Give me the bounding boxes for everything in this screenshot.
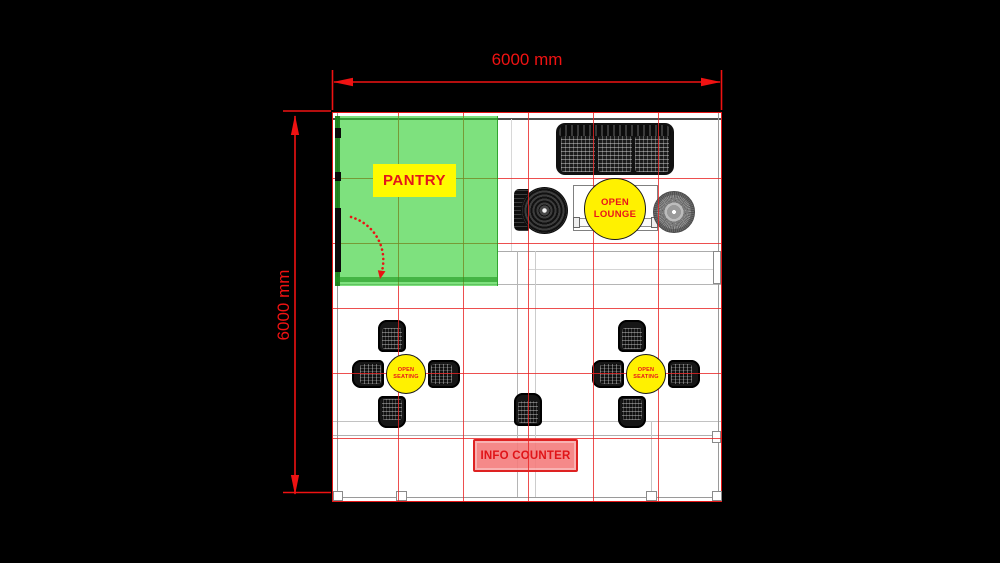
pantry-zone — [335, 116, 498, 286]
grid-line — [333, 438, 721, 439]
chair-north — [378, 320, 406, 352]
grid-line — [333, 373, 721, 374]
partition-line-4 — [651, 421, 652, 497]
door-frame-mark — [335, 172, 341, 181]
sofa-cushion — [561, 136, 595, 172]
open-seating-label-a: OPEN SEATING — [386, 354, 426, 394]
grid-line — [333, 243, 721, 244]
door-leaf — [335, 208, 341, 272]
grid-line — [333, 308, 721, 309]
wall-notch-2 — [713, 251, 721, 284]
grid-line — [398, 113, 399, 501]
sofa-backrest — [559, 125, 671, 136]
height-dimension-label: 6000 mm — [274, 269, 293, 341]
wall-tab-4 — [712, 491, 722, 501]
desk-line-2 — [333, 435, 721, 436]
left-wall-line — [337, 113, 338, 501]
right-wall-line — [718, 113, 719, 501]
coffee-table-leg — [573, 217, 580, 228]
wall-tab-1 — [333, 491, 343, 501]
seating-label-b-wrap: OPEN SEATING — [591, 319, 701, 429]
chair-north — [618, 320, 646, 352]
seating-label-a-wrap: OPEN SEATING — [351, 319, 461, 429]
wall-tab-3 — [646, 491, 657, 501]
pantry-label: PANTRY — [373, 164, 456, 197]
seating-b-line2: SEATING — [633, 374, 659, 380]
grid-line — [593, 113, 594, 501]
top-wall-line — [333, 118, 721, 120]
wall-notch — [712, 431, 721, 443]
open-seating-label-b: OPEN SEATING — [626, 354, 666, 394]
pantry-label-text: PANTRY — [383, 172, 446, 189]
pantry-wall-strip — [335, 116, 340, 286]
open-seating-cluster-a — [351, 319, 461, 429]
wall-tab-2 — [396, 491, 407, 501]
seating-b-line1: OPEN — [637, 366, 655, 373]
sofa-cushion — [598, 136, 632, 172]
seating-a-line2: SEATING — [393, 374, 419, 380]
open-lounge-line1: OPEN — [600, 197, 630, 209]
partition-line-3 — [535, 251, 536, 497]
round-side-table — [653, 191, 695, 233]
sofa — [556, 123, 674, 175]
info-counter: INFO COUNTER — [473, 439, 578, 472]
open-lounge-label: OPEN LOUNGE — [584, 178, 646, 240]
open-seating-cluster-b — [591, 319, 701, 429]
grid-line — [528, 113, 529, 501]
grid-line — [463, 113, 464, 501]
bottom-wall-line — [333, 497, 721, 498]
floor-plan: INFO COUNTER PANTRY OPEN LOUNGE OPE — [332, 112, 722, 502]
info-counter-label: INFO COUNTER — [480, 449, 571, 462]
grid-line — [333, 178, 721, 179]
width-dimension-label: 6000 mm — [491, 50, 563, 69]
partition-line-1 — [511, 119, 512, 251]
seating-a-line1: OPEN — [397, 366, 415, 373]
grid-line — [658, 113, 659, 501]
partition-line-2 — [517, 251, 518, 497]
sofa-cushion — [635, 136, 669, 172]
open-lounge-line2: LOUNGE — [593, 209, 637, 220]
ledge-line-1 — [498, 251, 721, 252]
ledge-line-2 — [528, 269, 721, 270]
red-grid-layer — [333, 113, 721, 501]
door-frame-mark — [335, 128, 341, 138]
pantry-counter-band — [335, 277, 497, 282]
